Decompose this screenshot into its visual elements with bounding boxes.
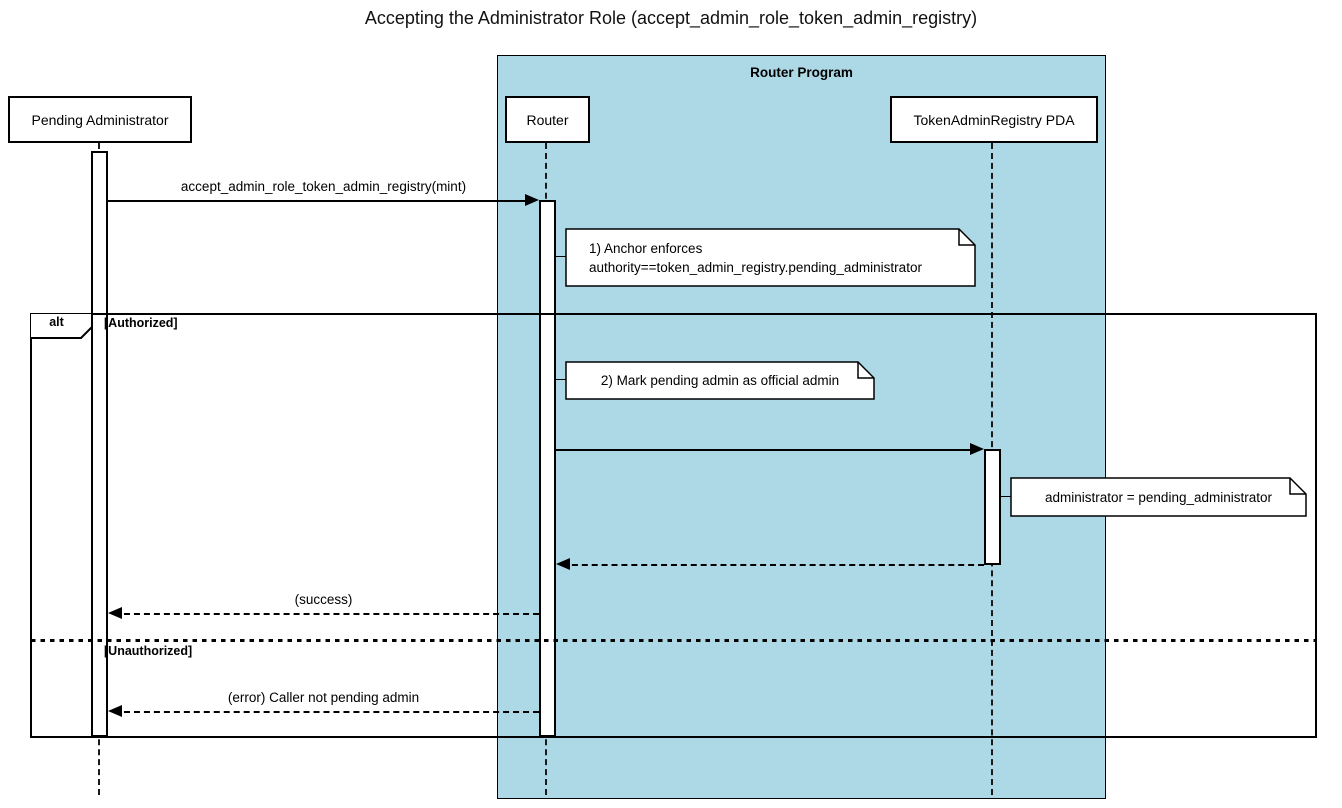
arrowhead-right-icon <box>525 194 539 206</box>
note-anchor-enforces: 1) Anchor enforces authority==token_admi… <box>565 228 976 287</box>
note-fold-icon <box>857 362 874 379</box>
router-program-label: Router Program <box>750 65 853 80</box>
message-success-arrow <box>114 613 539 615</box>
alt-guard-unauthorized: [Unauthorized] <box>104 644 193 658</box>
alt-frame <box>30 313 1317 738</box>
note-fold-icon <box>958 229 975 246</box>
note-mark-admin: 2) Mark pending admin as official admin <box>565 361 875 400</box>
note-shape <box>565 228 976 287</box>
participant-token-admin-registry-pda: TokenAdminRegistry PDA <box>890 96 1098 143</box>
note-fold-icon <box>1289 478 1306 495</box>
message-return-arrow <box>562 564 984 566</box>
message-error-label: (error) Caller not pending admin <box>227 690 420 705</box>
note-shape <box>1010 477 1307 517</box>
message-call-label: accept_admin_role_token_admin_registry(m… <box>180 179 467 194</box>
participant-label: Pending Administrator <box>31 111 169 128</box>
diagram-title: Accepting the Administrator Role (accept… <box>364 8 978 28</box>
router-program-frame <box>497 55 1106 799</box>
note-text: 2) Mark pending admin as official admin <box>600 373 840 388</box>
note-connector <box>556 256 566 257</box>
alt-operator-label: alt <box>49 315 64 329</box>
alt-guard-authorized: [Authorized] <box>104 316 178 330</box>
activation-token-admin-registry <box>984 449 1001 565</box>
participant-pending-administrator: Pending Administrator <box>8 96 192 143</box>
message-call-arrow <box>108 200 533 202</box>
note-assign-administrator: administrator = pending_administrator <box>1010 477 1307 517</box>
message-update-arrow <box>556 449 978 451</box>
arrowhead-left-icon <box>108 607 122 619</box>
message-error-arrow <box>114 711 539 713</box>
arrowhead-left-icon <box>108 705 122 717</box>
arrowhead-left-icon <box>556 558 570 570</box>
arrowhead-right-icon <box>970 443 984 455</box>
participant-label: Router <box>526 111 569 128</box>
message-success-label: (success) <box>294 592 353 607</box>
alt-operator-badge <box>30 313 93 339</box>
participant-router: Router <box>505 96 590 143</box>
note-text: 1) Anchor enforces authority==token_admi… <box>589 240 922 275</box>
alt-divider <box>31 639 1316 642</box>
note-connector <box>1000 496 1011 497</box>
note-shape <box>565 361 875 400</box>
note-connector <box>556 379 566 380</box>
note-text: administrator = pending_administrator <box>1045 489 1272 505</box>
participant-label: TokenAdminRegistry PDA <box>913 111 1075 128</box>
